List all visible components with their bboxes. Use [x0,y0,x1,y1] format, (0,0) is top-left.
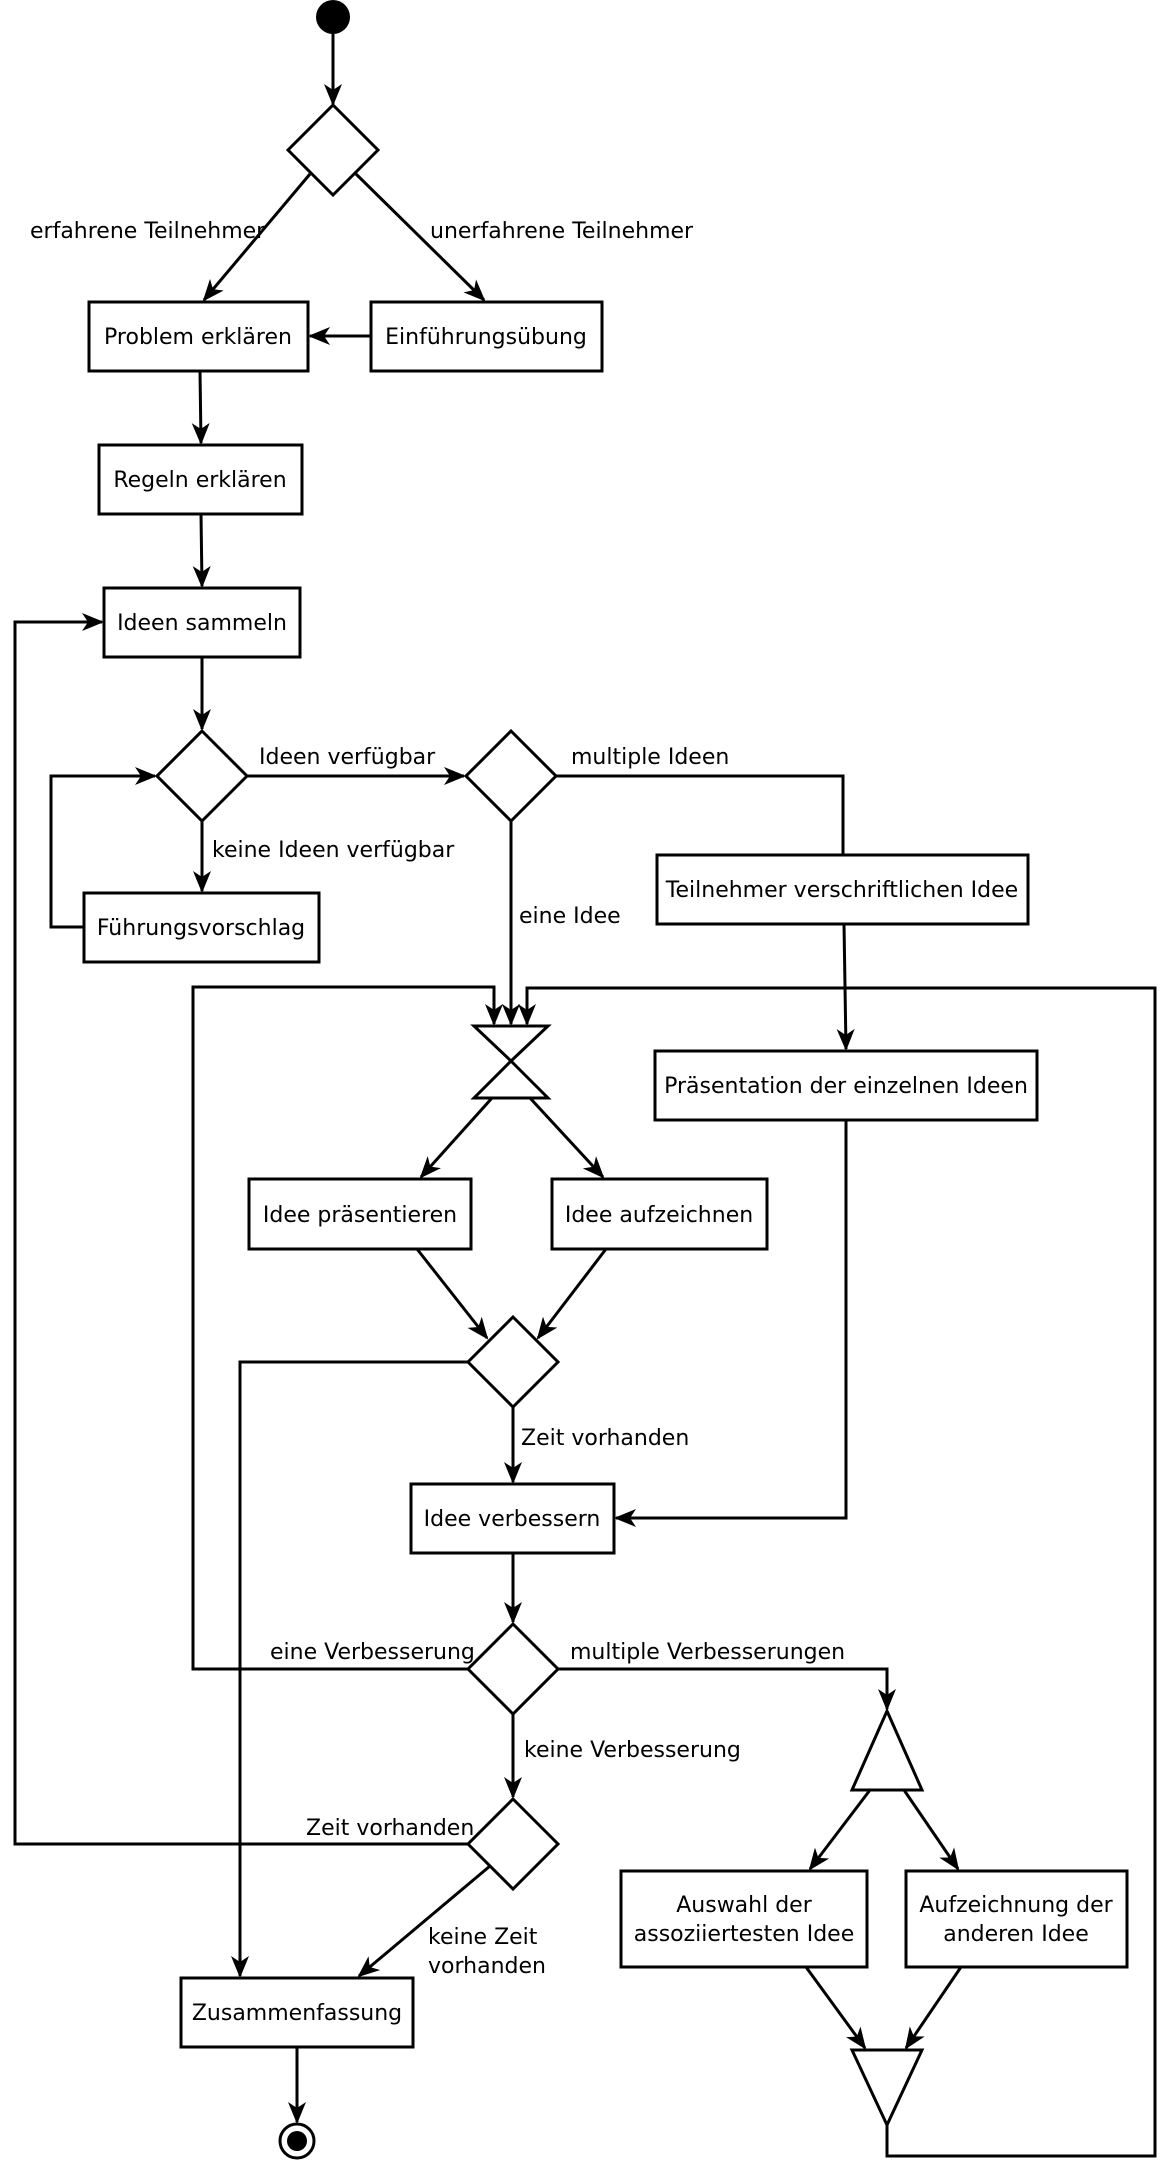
edge-regeln-ideen [192,513,211,588]
edge-label-multiple-verbesserungen: multiple Verbesserungen [570,1640,845,1665]
label-einfuehrungsuebung: Einführungsübung [385,325,587,350]
edge-multiple-ideen [556,774,845,855]
edge-eine-verbesserung [191,985,503,1671]
join-bar-top [470,1024,552,1064]
edge-merge-zusammenfassung [231,1360,468,1978]
decision-experience [285,102,381,198]
decision-time-left [465,1796,561,1892]
edge-label-eine-verbesserung: eine Verbesserung [270,1640,475,1665]
decision-idea-count [463,728,559,824]
label-idee-verbessern: Idee verbessern [424,1507,601,1532]
label-auswahl-line2: assoziiertesten Idee [634,1922,854,1947]
edge-label-multiple-ideen: multiple Ideen [571,745,729,770]
node-regeln-erklaeren [97,443,304,516]
edge-label-keine-zeit-line2: vorhanden [428,1954,546,1979]
label-teilnehmer-verschriftlichen: Teilnehmer verschriftlichen Idee [665,878,1018,903]
fork-improvements [849,1707,925,1792]
edge-fork-auswahl [808,1789,872,1871]
edge-label-erfahrene: erfahrene Teilnehmer [30,219,266,244]
label-praesentation-einzelne: Präsentation der einzelnen Ideen [664,1074,1028,1099]
label-auswahl-line1: Auswahl der [676,1893,812,1918]
edge-label-zeit-vorhanden-2: Zeit vorhanden [306,1816,474,1841]
edge-fork-aufzeichnung [902,1789,960,1871]
edge-praesentation-verbessern [614,1120,848,1527]
start-node [316,0,350,34]
edge-unerfahrene [354,172,486,302]
node-auswahl [619,1869,869,1969]
label-zusammenfassung: Zusammenfassung [192,2001,402,2026]
label-regeln-erklaeren: Regeln erklären [113,468,286,493]
join-improvements [849,2048,925,2129]
decision-improvements [465,1621,561,1717]
node-idee-verbessern [409,1482,616,1555]
edge-fork-aufzeichnen [528,1096,605,1179]
edge-aufzeichnen-merge [536,1248,608,1340]
edge-label-keine-zeit-line1: keine Zeit [428,1925,538,1950]
edge-label-ideen-verfuegbar: Ideen verfügbar [259,745,436,770]
decision-ideas-available [154,728,250,824]
edge-label-keine-verbesserung: keine Verbesserung [524,1738,741,1763]
node-aufzeichnung [904,1869,1129,1969]
edge-label-eine-idee: eine Idee [519,904,621,929]
end-node-inner [287,2131,307,2151]
edge-label-unerfahrene: unerfahrene Teilnehmer [430,219,694,244]
edge-zeit-vorhanden-loop [13,613,468,1846]
fork-bar-bottom [470,1058,552,1100]
label-aufzeichnung-line2: anderen Idee [943,1922,1088,1947]
edge-label-keine-ideen: keine Ideen verfügbar [212,838,455,863]
label-idee-aufzeichnen: Idee aufzeichnen [565,1203,753,1228]
label-ideen-sammeln: Ideen sammeln [117,611,287,636]
edge-fork-praesentieren [419,1096,494,1179]
edge-fuehrungsvorschlag-loop [49,767,157,929]
edge-keine-zeit [357,1864,491,1978]
node-praesentation-einzelne [653,1049,1039,1122]
edge-auswahl-join [804,1966,867,2050]
edge-label-zeit-vorhanden-1: Zeit vorhanden [521,1426,689,1451]
edge-erfahrene [202,173,312,302]
node-problem-erklaeren [87,300,310,373]
label-idee-praesentieren: Idee präsentieren [263,1203,457,1228]
edge-aufzeichnung-join [904,1966,963,2050]
edge-join-loop [518,986,1157,2158]
node-ideen-sammeln [102,586,302,659]
label-problem-erklaeren: Problem erklären [104,325,292,350]
node-idee-aufzeichnen [550,1177,769,1251]
label-fuehrungsvorschlag: Führungsvorschlag [97,916,305,941]
node-zusammenfassung [179,1976,415,2049]
edge-problem-regeln [191,370,210,445]
node-teilnehmer-verschriftlichen [655,853,1030,926]
label-aufzeichnung-line1: Aufzeichnung der [919,1893,1113,1918]
node-einfuehrungsuebung [369,300,604,373]
node-idee-praesentieren [247,1177,473,1251]
edge-multiple-verbesserungen [558,1667,896,1711]
edge-praesentieren-merge [415,1248,489,1340]
